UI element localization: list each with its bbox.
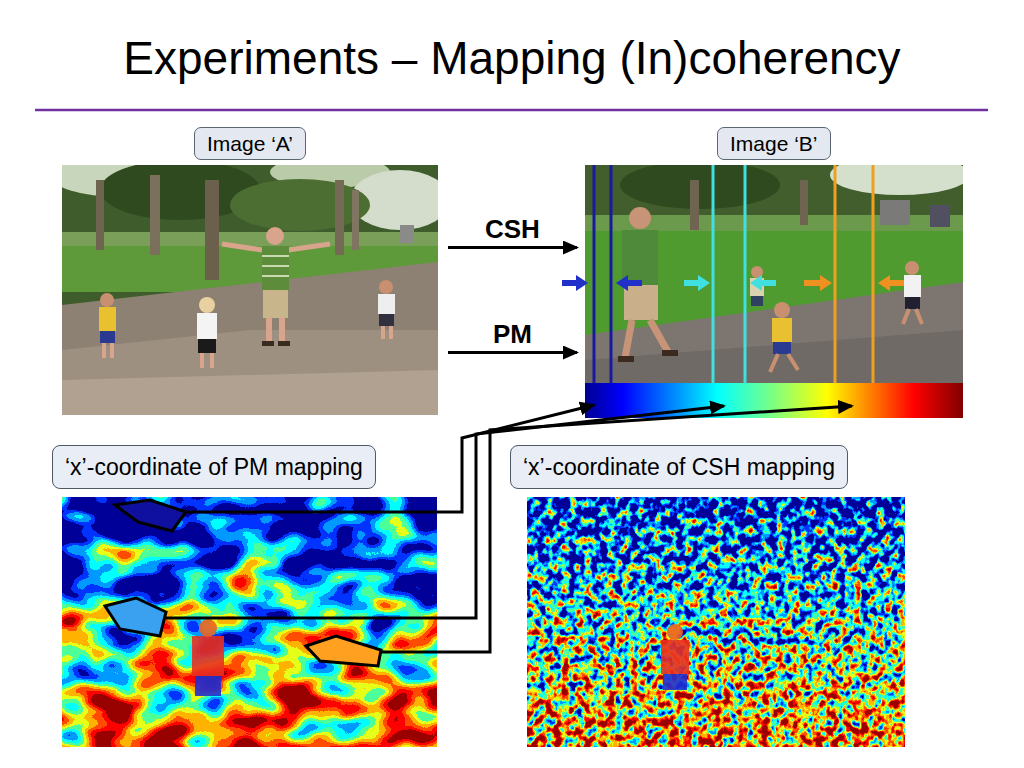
image-panel: Image ‘B’ [585,165,963,418]
caption-text: ‘x’-coordinate of PM mapping [65,453,363,481]
arrow-label: CSH [485,214,540,244]
leader-arrows [166,405,852,652]
title-rule [35,109,988,112]
guide-lines [594,165,873,383]
pm-map [62,497,437,747]
caption-box: ‘x’-coordinate of CSH mapping [510,445,848,489]
colorbar [585,383,963,418]
photo-a [62,165,438,415]
image-label: Image ‘B’ [717,127,831,160]
position-arrows [562,275,904,291]
image-panel: Image ‘A’ [62,165,438,415]
caption-text: ‘x’-coordinate of CSH mapping [523,453,835,481]
slide-title: Experiments – Mapping (In)coherency [0,30,1024,86]
arrow-label: PM [493,319,532,349]
caption-box: ‘x’-coordinate of PM mapping [52,445,376,489]
csh-map [527,497,905,747]
mapping-arrow [448,246,577,249]
photo-b [585,165,963,383]
mapping-arrow [448,351,577,354]
image-label: Image ‘A’ [194,127,306,160]
